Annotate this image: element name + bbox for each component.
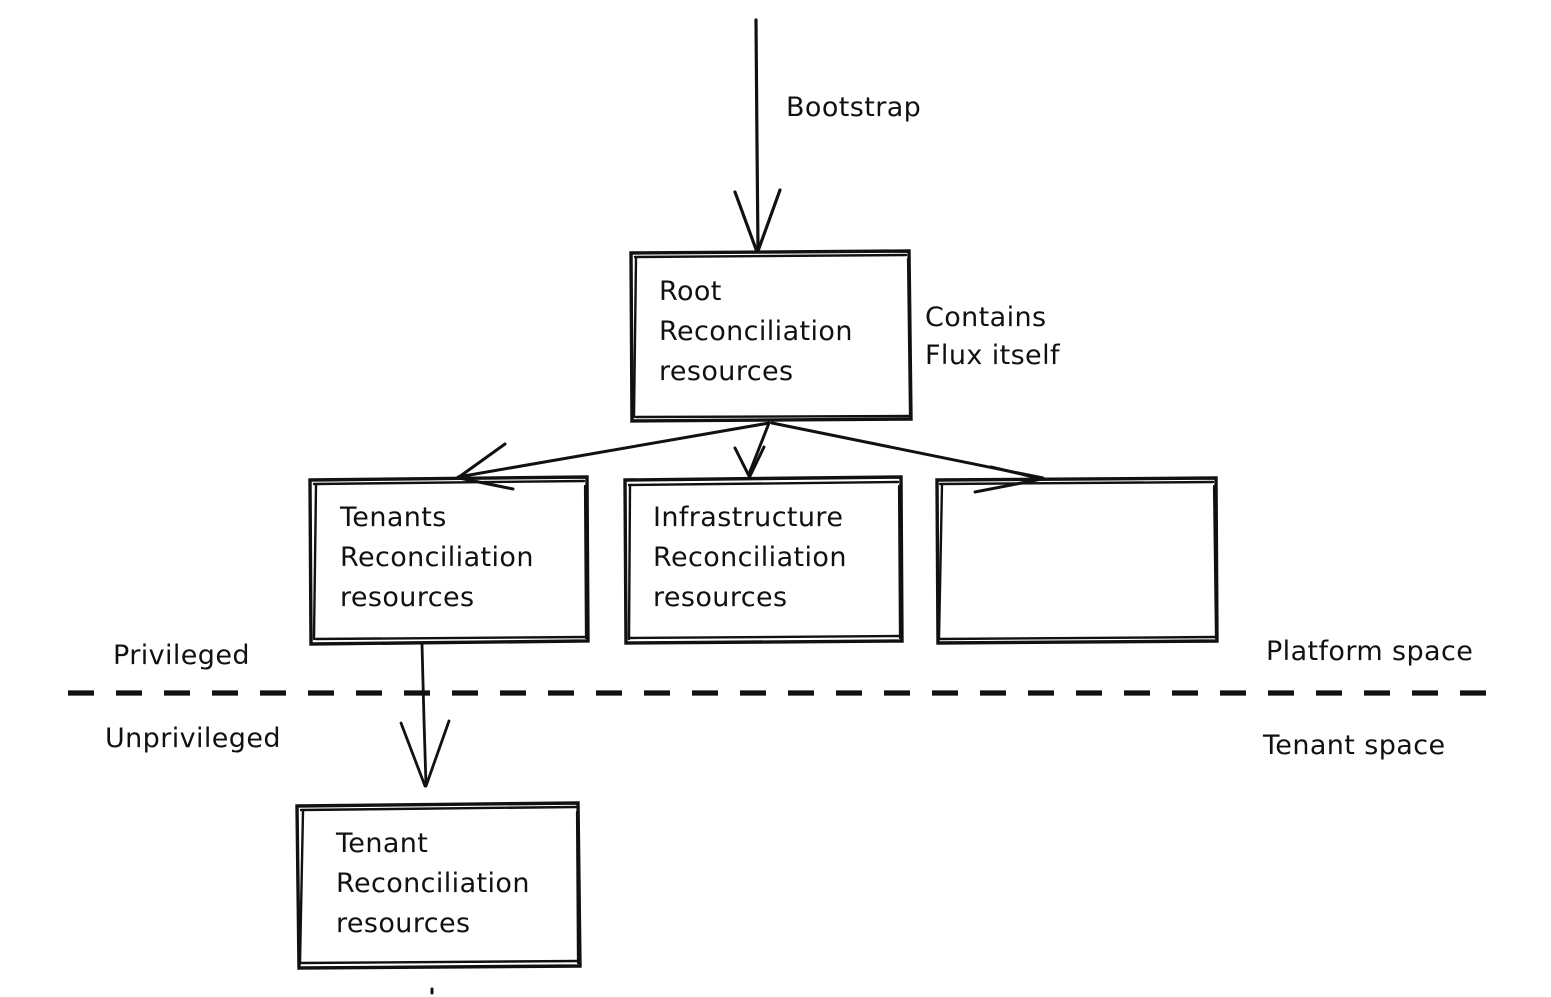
root-reconciliation-box-outline <box>629 249 913 423</box>
bootstrap-arrow <box>733 18 782 254</box>
infrastructure-reconciliation-box-outline <box>623 475 904 645</box>
root-to-infrastructure-arrow <box>733 421 771 478</box>
root-to-unnamed-arrow <box>770 421 1045 494</box>
tenant-reconciliation-box-outline <box>295 801 582 970</box>
tenants-to-tenant-arrow <box>399 642 451 788</box>
unnamed-reconciliation-box-outline <box>935 476 1219 645</box>
tenants-reconciliation-box-outline <box>308 475 590 646</box>
